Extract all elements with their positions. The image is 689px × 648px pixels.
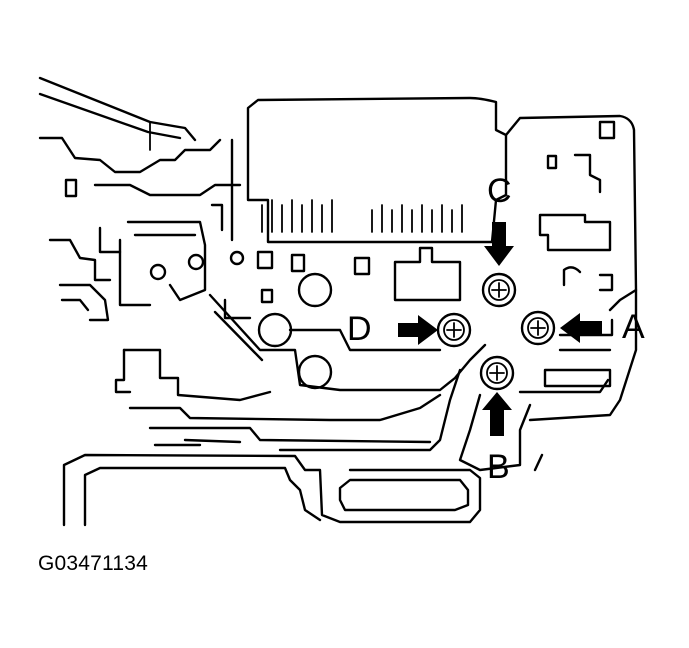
arrow-c [484,222,514,266]
figure-code: G03471134 [38,552,149,575]
callout-label-b: B [487,448,510,486]
solenoid-block [230,96,508,244]
callout-label-a: A [622,308,645,346]
callout-label-c: C [487,172,512,210]
check-ball-b [479,355,515,391]
arrow-a [560,313,602,343]
check-ball-a [520,310,556,346]
bottom-channel [62,453,544,527]
right-housing [504,114,638,422]
arrow-b [482,392,512,436]
check-ball-d [436,312,472,348]
check-ball-c [481,272,517,308]
arrow-d [398,315,438,345]
callout-label-d: D [347,310,372,348]
upper-left-linkage [38,76,197,151]
central-block [210,203,462,320]
lower-passages [114,293,610,472]
left-passages [38,136,242,322]
